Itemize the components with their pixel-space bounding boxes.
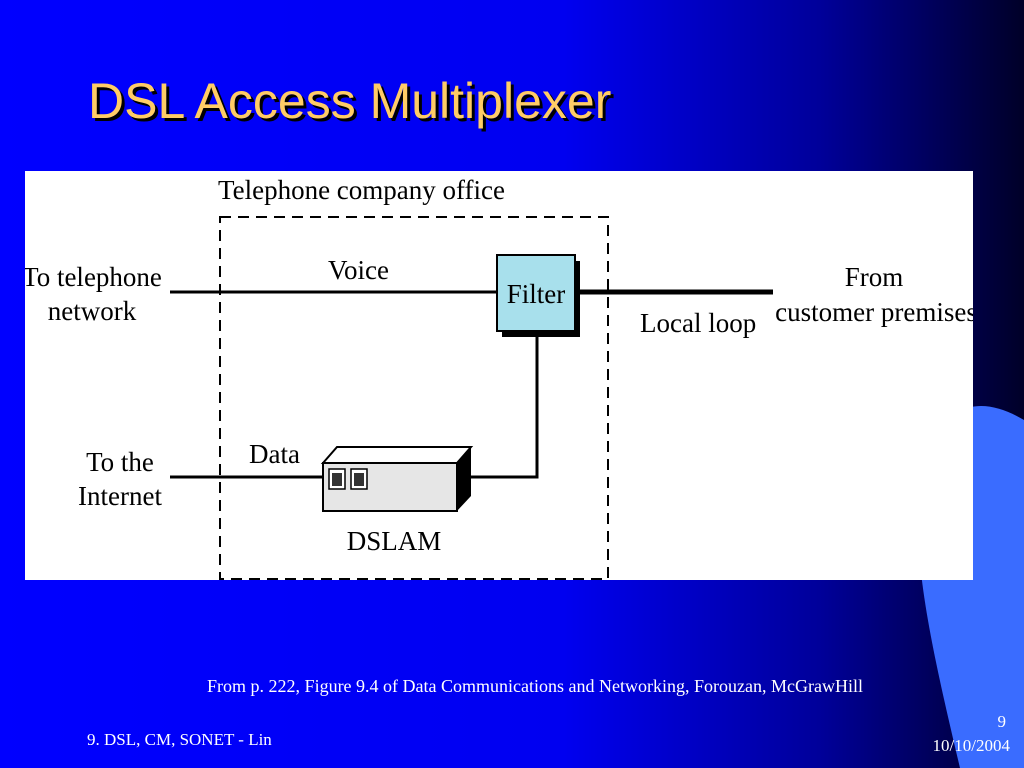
customer-label-line1: From (845, 262, 904, 292)
page-number: 9 (997, 712, 1007, 731)
internet-label-line2: Internet (78, 481, 162, 511)
dslam-label: DSLAM (347, 526, 442, 556)
office-label: Telephone company office (218, 175, 505, 205)
customer-label-line2: customer premises (775, 297, 973, 327)
telephone-network-label-line1: To telephone (25, 262, 162, 292)
internet-label-line1: To the (86, 447, 154, 477)
voice-label: Voice (328, 255, 389, 285)
office-boundary (219, 216, 609, 580)
filter-label: Filter (507, 279, 566, 309)
filter-box (496, 254, 576, 332)
telephone-network-label-line2: network (48, 296, 137, 326)
footer-date: 10/10/2004 (932, 736, 1010, 755)
dslam-diagram: Telephone company office Voice Local loo… (25, 171, 973, 580)
data-label: Data (249, 439, 300, 469)
local-loop-label: Local loop (640, 308, 756, 338)
dslam-device (320, 446, 474, 512)
footer-course: 9. DSL, CM, SONET - Lin (87, 730, 272, 749)
figure-caption: From p. 222, Figure 9.4 of Data Communic… (207, 676, 863, 696)
slide-title: DSL Access Multiplexer (88, 73, 612, 129)
filter-dslam-line (470, 337, 539, 479)
